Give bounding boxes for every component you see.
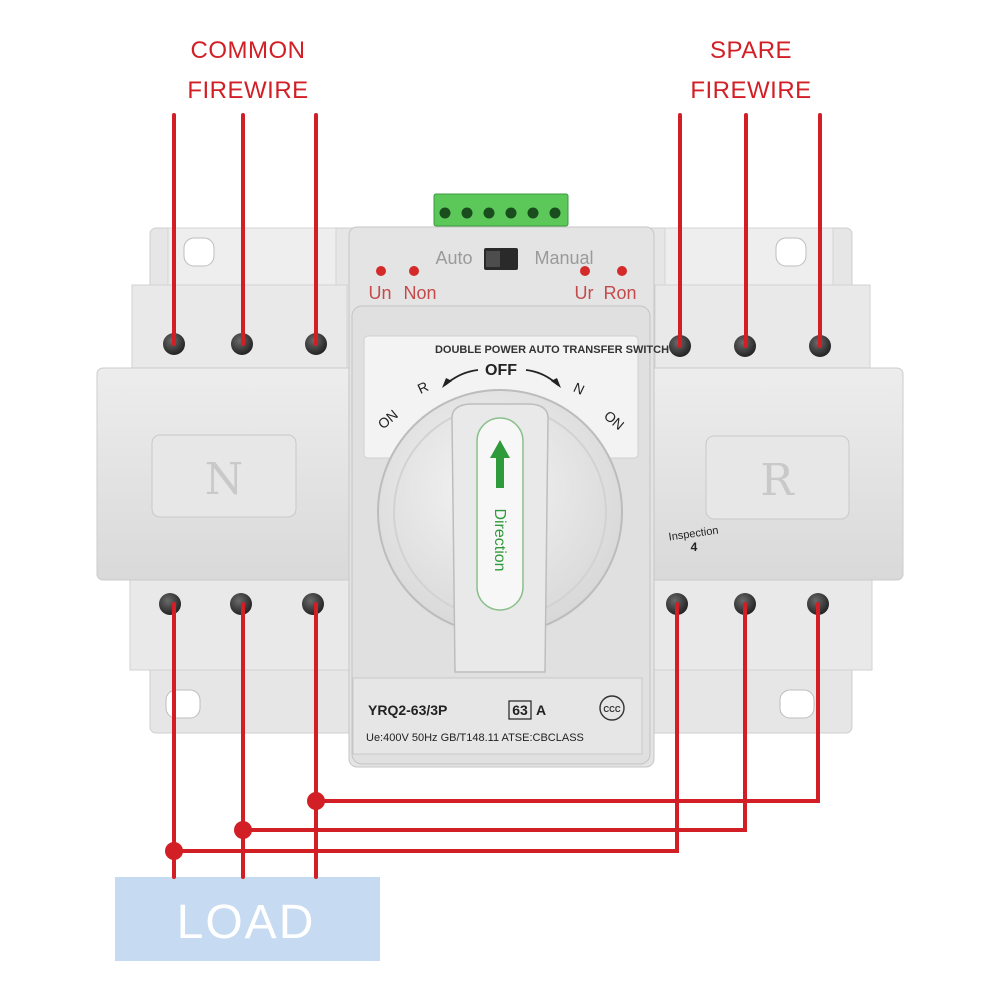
- ccc-mark-icon: [599, 695, 625, 721]
- mode-manual-label: Manual: [534, 248, 593, 268]
- led-ron: [617, 266, 627, 276]
- load-box: [115, 877, 380, 961]
- inspection-number: 4: [691, 540, 698, 554]
- upper-terminals-right: [654, 284, 871, 371]
- junction-dot: [234, 821, 252, 839]
- side-label-plate-r: [705, 435, 850, 520]
- led-un: [376, 266, 386, 276]
- panel-title: DOUBLE POWER AUTO TRANSFER SWITCH: [435, 344, 669, 356]
- direction-arrow-icon: [490, 440, 510, 488]
- wire-bridge-1: [172, 602, 679, 853]
- mode-auto-label: Auto: [435, 248, 472, 268]
- label-spare-line1: SPARE: [710, 37, 792, 64]
- side-label-r: R: [760, 455, 795, 506]
- ccc-mark-text: CCC: [603, 705, 621, 714]
- led-ur: [580, 266, 590, 276]
- side-label-n: N: [205, 454, 244, 505]
- mount-hole-bottom-left: [165, 689, 201, 719]
- mount-hole-top-right: [775, 237, 807, 267]
- indicator-non: Non: [403, 283, 436, 303]
- lower-terminals-right: [651, 579, 873, 671]
- mount-hole-bottom-right: [779, 689, 815, 719]
- model-label-plate: [352, 677, 643, 755]
- knob-direction-badge: [476, 417, 524, 611]
- load-label: LOAD: [177, 896, 316, 949]
- label-spare-line2: FIREWIRE: [690, 77, 811, 104]
- junction-dot: [165, 842, 183, 860]
- indicator-ron: Ron: [603, 283, 636, 303]
- label-common-line2: FIREWIRE: [187, 77, 308, 104]
- indicator-un: Un: [368, 283, 391, 303]
- wire-junctions: [165, 792, 325, 860]
- rotary-knob[interactable]: Direction: [377, 389, 623, 673]
- upper-terminals-left: [131, 284, 348, 371]
- rating-unit: A: [536, 702, 546, 718]
- control-terminal-block: [433, 193, 569, 227]
- rating-box: [508, 700, 532, 720]
- spec-line: Ue:400V 50Hz GB/T148.11 ATSE:CBCLASS: [366, 732, 584, 744]
- wire-bridge-3: [314, 602, 820, 803]
- rating-value: 63: [512, 702, 528, 718]
- junction-dot: [307, 792, 325, 810]
- knob-direction-text: Direction: [491, 508, 508, 571]
- wire-bridge-2: [241, 602, 747, 832]
- arrow-right-head-icon: [551, 378, 561, 388]
- indicator-ur: Ur: [575, 283, 594, 303]
- led-non: [409, 266, 419, 276]
- side-label-plate-n: [151, 434, 297, 518]
- label-common-line1: COMMON: [191, 37, 306, 64]
- mount-hole-top-left: [183, 237, 215, 267]
- screw: [302, 593, 324, 615]
- screw: [159, 593, 181, 615]
- top-right-tab: [664, 227, 834, 291]
- wires: [172, 113, 822, 879]
- arrow-left-head-icon: [442, 378, 452, 388]
- dial-off: OFF: [485, 362, 517, 379]
- transfer-switch-device: N R Inspection 4 Auto Manual: [96, 193, 904, 768]
- model-number: YRQ2-63/3P: [368, 702, 447, 718]
- auto-manual-switch-slider: [486, 251, 500, 267]
